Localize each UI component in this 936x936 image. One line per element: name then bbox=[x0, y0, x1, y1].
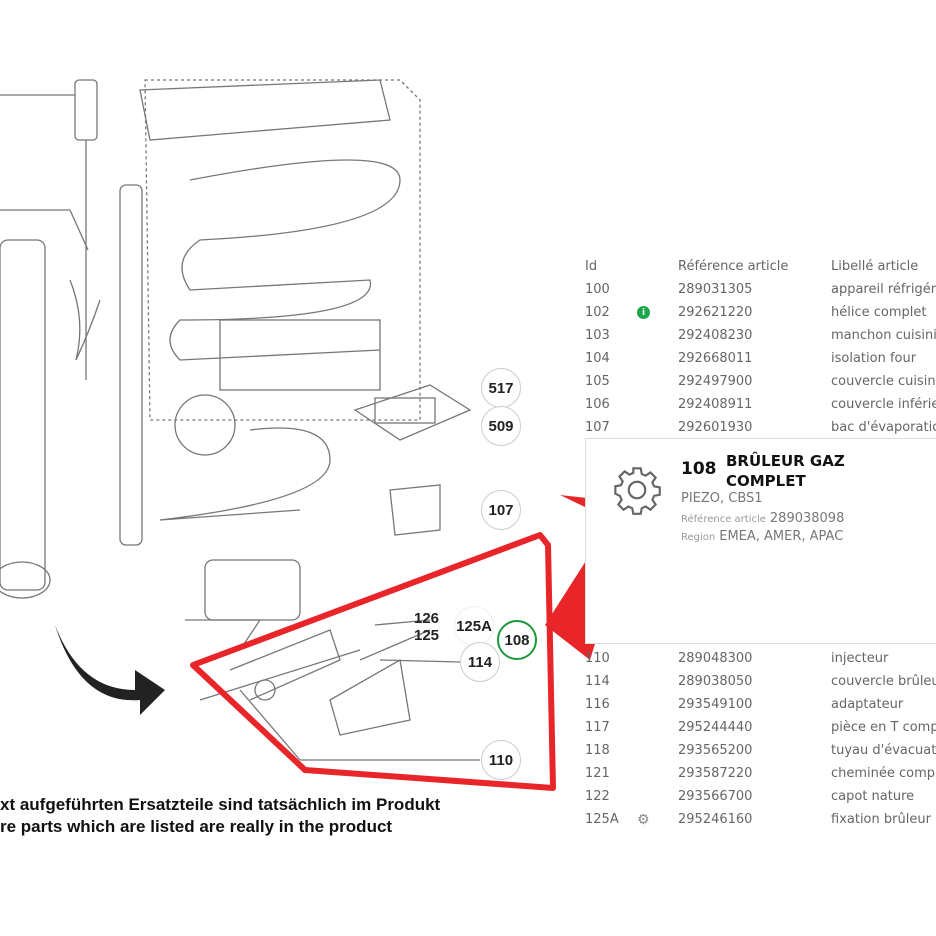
cell-ref: 295244440 bbox=[678, 720, 753, 735]
table-row[interactable]: 102 i 292621220 hélice complet bbox=[585, 301, 936, 324]
cell-ref: 289048300 bbox=[678, 651, 753, 666]
cell-lib: fixation brûleur bbox=[831, 812, 931, 827]
cell-id: 102 bbox=[585, 305, 610, 320]
cell-lib: manchon cuisinière bbox=[831, 328, 936, 343]
detail-subtitle: PIEZO, CBS1 bbox=[681, 491, 763, 506]
cell-lib: pièce en T complet bbox=[831, 720, 936, 735]
part-detail-card: 108 BRÛLEUR GAZ COMPLET PIEZO, CBS1 Réfé… bbox=[585, 438, 936, 644]
table-row[interactable]: 107 292601930 bac d'évaporation bbox=[585, 416, 936, 439]
cell-lib: bac d'évaporation bbox=[831, 420, 936, 435]
cell-id: 106 bbox=[585, 397, 610, 412]
cell-id: 121 bbox=[585, 766, 610, 781]
cell-id: 116 bbox=[585, 697, 610, 712]
cell-id: 103 bbox=[585, 328, 610, 343]
cell-id: 118 bbox=[585, 743, 610, 758]
cell-ref: 295246160 bbox=[678, 812, 753, 827]
cell-ref: 289038050 bbox=[678, 674, 753, 689]
gear-icon bbox=[614, 467, 661, 515]
note-german: xt aufgeführten Ersatzteile sind tatsäch… bbox=[0, 795, 441, 814]
header-id: Id bbox=[585, 259, 598, 274]
table-row[interactable]: 116 293549100 adaptateur bbox=[585, 693, 936, 716]
header-ref: Référence article bbox=[678, 259, 789, 274]
cell-ref: 292408230 bbox=[678, 328, 753, 343]
cell-ref: 293587220 bbox=[678, 766, 753, 781]
cell-lib: hélice complet bbox=[831, 305, 927, 320]
note-english: re parts which are listed are really in … bbox=[0, 817, 393, 836]
callout-108[interactable]: 108 bbox=[497, 620, 537, 660]
table-row[interactable]: 105 292497900 couvercle cuisinière bbox=[585, 370, 936, 393]
table-row[interactable]: 114 289038050 couvercle brûleur bbox=[585, 670, 936, 693]
parts-table-top: Id Référence article Libellé article 100… bbox=[585, 255, 936, 439]
cell-ref: 292668011 bbox=[678, 351, 753, 366]
cell-lib: capot nature bbox=[831, 789, 915, 804]
table-row[interactable]: 110 289048300 injecteur bbox=[585, 647, 936, 670]
cell-lib: cheminée complet bbox=[831, 766, 936, 781]
callout-125a[interactable]: 125A bbox=[454, 606, 494, 646]
cell-id: 110 bbox=[585, 651, 610, 666]
cell-id: 105 bbox=[585, 374, 610, 389]
callout-509[interactable]: 509 bbox=[481, 406, 521, 446]
callout-110[interactable]: 110 bbox=[481, 740, 521, 780]
cell-ref: 292408911 bbox=[678, 397, 753, 412]
cell-lib: tuyau d'évacuation bbox=[831, 743, 936, 758]
cell-lib: adaptateur bbox=[831, 697, 904, 712]
table-header: Id Référence article Libellé article bbox=[585, 255, 936, 278]
callout-114[interactable]: 114 bbox=[460, 642, 500, 682]
callout-107[interactable]: 107 bbox=[481, 490, 521, 530]
cell-lib: couvercle inférieur bbox=[831, 397, 936, 412]
highlight-outline bbox=[190, 532, 556, 791]
cell-id: 104 bbox=[585, 351, 610, 366]
cell-lib: couvercle cuisinière bbox=[831, 374, 936, 389]
cell-ref: 293566700 bbox=[678, 789, 753, 804]
table-row[interactable]: 121 293587220 cheminée complet bbox=[585, 762, 936, 785]
detail-id: 108 bbox=[681, 459, 717, 479]
cell-lib: injecteur bbox=[831, 651, 889, 666]
table-row[interactable]: 104 292668011 isolation four bbox=[585, 347, 936, 370]
cell-id: 107 bbox=[585, 420, 610, 435]
detail-title: BRÛLEUR GAZ COMPLET bbox=[726, 452, 845, 490]
table-row[interactable]: 122 293566700 capot nature bbox=[585, 785, 936, 808]
header-lib: Libellé article bbox=[831, 259, 919, 274]
cell-ref: 293565200 bbox=[678, 743, 753, 758]
table-row[interactable]: 125A ⚙ 295246160 fixation brûleur bbox=[585, 808, 936, 831]
cell-id: 100 bbox=[585, 282, 610, 297]
cell-lib: couvercle brûleur bbox=[831, 674, 936, 689]
cell-id: 117 bbox=[585, 720, 610, 735]
table-row[interactable]: 118 293565200 tuyau d'évacuation bbox=[585, 739, 936, 762]
cell-lib: appareil réfrigérateur bbox=[831, 282, 936, 297]
cell-id: 122 bbox=[585, 789, 610, 804]
table-row[interactable]: 103 292408230 manchon cuisinière bbox=[585, 324, 936, 347]
table-row[interactable]: 117 295244440 pièce en T complet bbox=[585, 716, 936, 739]
table-row[interactable]: 106 292408911 couvercle inférieur bbox=[585, 393, 936, 416]
cell-lib: isolation four bbox=[831, 351, 917, 366]
table-row[interactable]: 100 289031305 appareil réfrigérateur bbox=[585, 278, 936, 301]
cell-ref: 293549100 bbox=[678, 697, 753, 712]
cell-ref: 292621220 bbox=[678, 305, 753, 320]
callout-126[interactable]: 126 bbox=[414, 610, 440, 627]
cell-id: 125A bbox=[585, 812, 619, 827]
callout-517[interactable]: 517 bbox=[481, 368, 521, 408]
callout-125[interactable]: 125 bbox=[414, 627, 440, 644]
cell-ref: 292497900 bbox=[678, 374, 753, 389]
cell-id: 114 bbox=[585, 674, 610, 689]
gears-icon[interactable]: ⚙ bbox=[637, 811, 650, 828]
info-icon[interactable]: i bbox=[637, 306, 650, 319]
parts-table-bottom: 110 289048300 injecteur 114 289038050 couverc… bbox=[585, 647, 936, 831]
cell-ref: 289031305 bbox=[678, 282, 753, 297]
curved-arrow-icon bbox=[55, 625, 165, 715]
cell-ref: 292601930 bbox=[678, 420, 753, 435]
